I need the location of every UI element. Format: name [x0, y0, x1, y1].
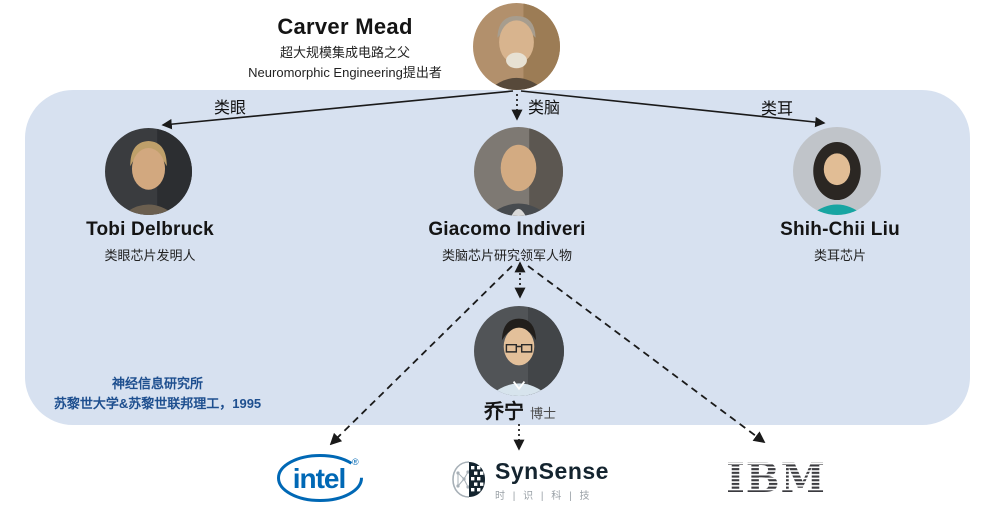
ibm-logo: IBM — [720, 455, 832, 506]
person-subtitle: 类脑芯片研究领军人物 — [441, 248, 572, 263]
institute-caption: 神经信息研究所 苏黎世大学&苏黎世联邦理工，1995 — [35, 374, 280, 414]
student-name: 乔宁 — [483, 401, 524, 423]
synsense-logo: SynSense 时 | 识 | 科 | 技 — [450, 458, 609, 503]
qiao-ning-photo — [474, 306, 564, 396]
tobi-delbruck-photo — [105, 128, 192, 215]
branch-label-brain: 类脑 — [528, 100, 561, 117]
person-name: Shih-Chii Liu — [780, 219, 900, 240]
synsense-chinese-name: 时 | 识 | 科 | 技 — [495, 491, 592, 503]
institute-line-1: 神经信息研究所 — [111, 376, 203, 391]
person-name: Giacomo Indiveri — [428, 219, 586, 240]
person-tobi-delbruck: Tobi Delbruck 类眼芯片发明人 — [40, 219, 260, 264]
student-caption: 乔宁博士 — [420, 395, 620, 424]
ibm-wordmark: IBM — [726, 457, 826, 501]
root-person-title-1: 超大规模集成电路之父 — [279, 45, 410, 60]
carver-mead-photo — [473, 3, 560, 90]
branch-label-eye: 类眼 — [213, 100, 246, 117]
intel-swoosh — [277, 454, 363, 502]
person-subtitle: 类耳芯片 — [813, 248, 866, 263]
person-name: Tobi Delbruck — [86, 219, 214, 240]
shih-chii-liu-photo — [793, 127, 881, 215]
person-subtitle: 类眼芯片发明人 — [104, 248, 196, 263]
person-giacomo-indiveri: Giacomo Indiveri 类脑芯片研究领军人物 — [397, 219, 617, 264]
institute-line-2: 苏黎世大学&苏黎世联邦理工，1995 — [53, 396, 262, 412]
student-degree: 博士 — [529, 406, 556, 421]
synsense-wordmark: SynSense — [495, 458, 609, 484]
root-person-text: Carver Mead 超大规模集成电路之父 Neuromorphic Engi… — [220, 14, 470, 82]
synsense-brain-icon — [452, 461, 485, 498]
intel-wordmark: intel — [293, 463, 346, 494]
intel-registered-mark: ® — [352, 457, 359, 467]
branch-label-ear: 类耳 — [760, 101, 793, 118]
giacomo-indiveri-photo — [474, 127, 563, 216]
intel-logo: intel ® — [276, 452, 364, 507]
synsense-text: SynSense 时 | 识 | 科 | 技 — [495, 458, 609, 503]
root-person-name: Carver Mead — [277, 14, 413, 39]
root-person-title-2: Neuromorphic Engineering提出者 — [248, 64, 442, 80]
person-shih-chii-liu: Shih-Chii Liu 类耳芯片 — [730, 219, 950, 264]
